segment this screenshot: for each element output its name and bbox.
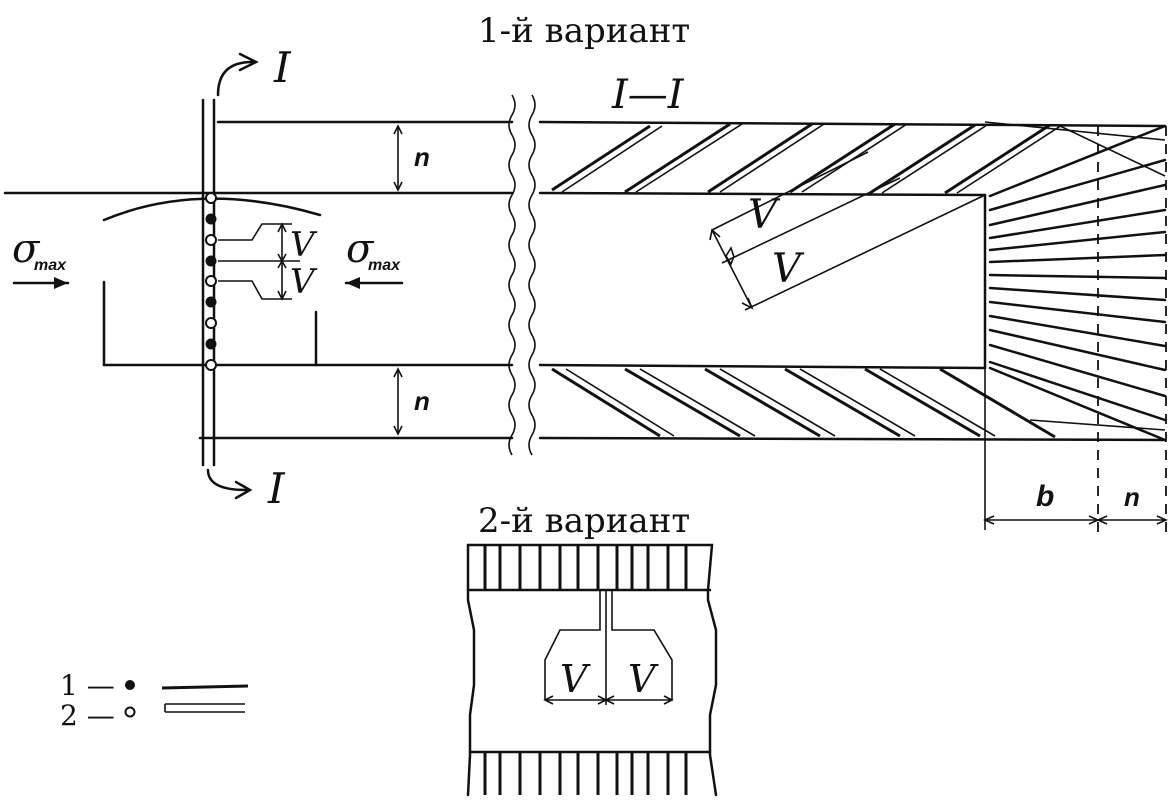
stress-left-sub: max [34,257,67,274]
title-variant-2: 2-й вариант [478,501,690,541]
stress-right [344,277,404,289]
v-label-diag-2: V [772,246,805,292]
section-label: I—I [611,72,685,118]
break-lines [508,94,536,456]
stress-left [12,277,70,289]
stress-right-sub: max [368,257,401,274]
legend-label-1: 1 — [60,669,115,702]
v-label-variant2-2: V [628,657,659,701]
plate-outline [3,120,1167,442]
end-fan-bars [984,121,1167,442]
title-variant-1: 1-й вариант [478,11,690,51]
v-label-left-2: V [290,262,318,302]
legend-single-line-icon [161,684,249,690]
v-dimension-left [218,222,300,301]
n-dimension-bottom [393,367,403,436]
v-label-diag-1: V [748,192,781,238]
n-label-top: n [414,142,430,172]
legend-filled-dot-icon [125,680,135,690]
upper-diagonal-bars [551,122,1063,195]
n-label-right: n [1124,482,1140,512]
legend-open-dot-icon [124,706,136,718]
stress-left-symbol: σ [12,226,41,272]
v-dimension-diagonal [709,151,986,311]
v-label-left-1: V [290,225,318,265]
legend-label-2: 2 — [60,699,115,732]
lower-diagonal-bars [551,367,1056,439]
b-label: b [1036,480,1054,513]
section-mark-bottom: I [267,464,286,513]
n-dimension-top [393,124,403,192]
stress-right-symbol: σ [346,226,375,272]
n-label-bottom: n [414,386,430,416]
variant2-plate [466,543,718,797]
bar-dots [205,192,217,371]
legend-double-line-icon [164,703,245,713]
bn-dimensions [983,126,1168,540]
section-mark-top: I [273,43,292,92]
legend: 1 — 2 — [60,669,249,732]
v-label-variant2-1: V [560,657,591,701]
